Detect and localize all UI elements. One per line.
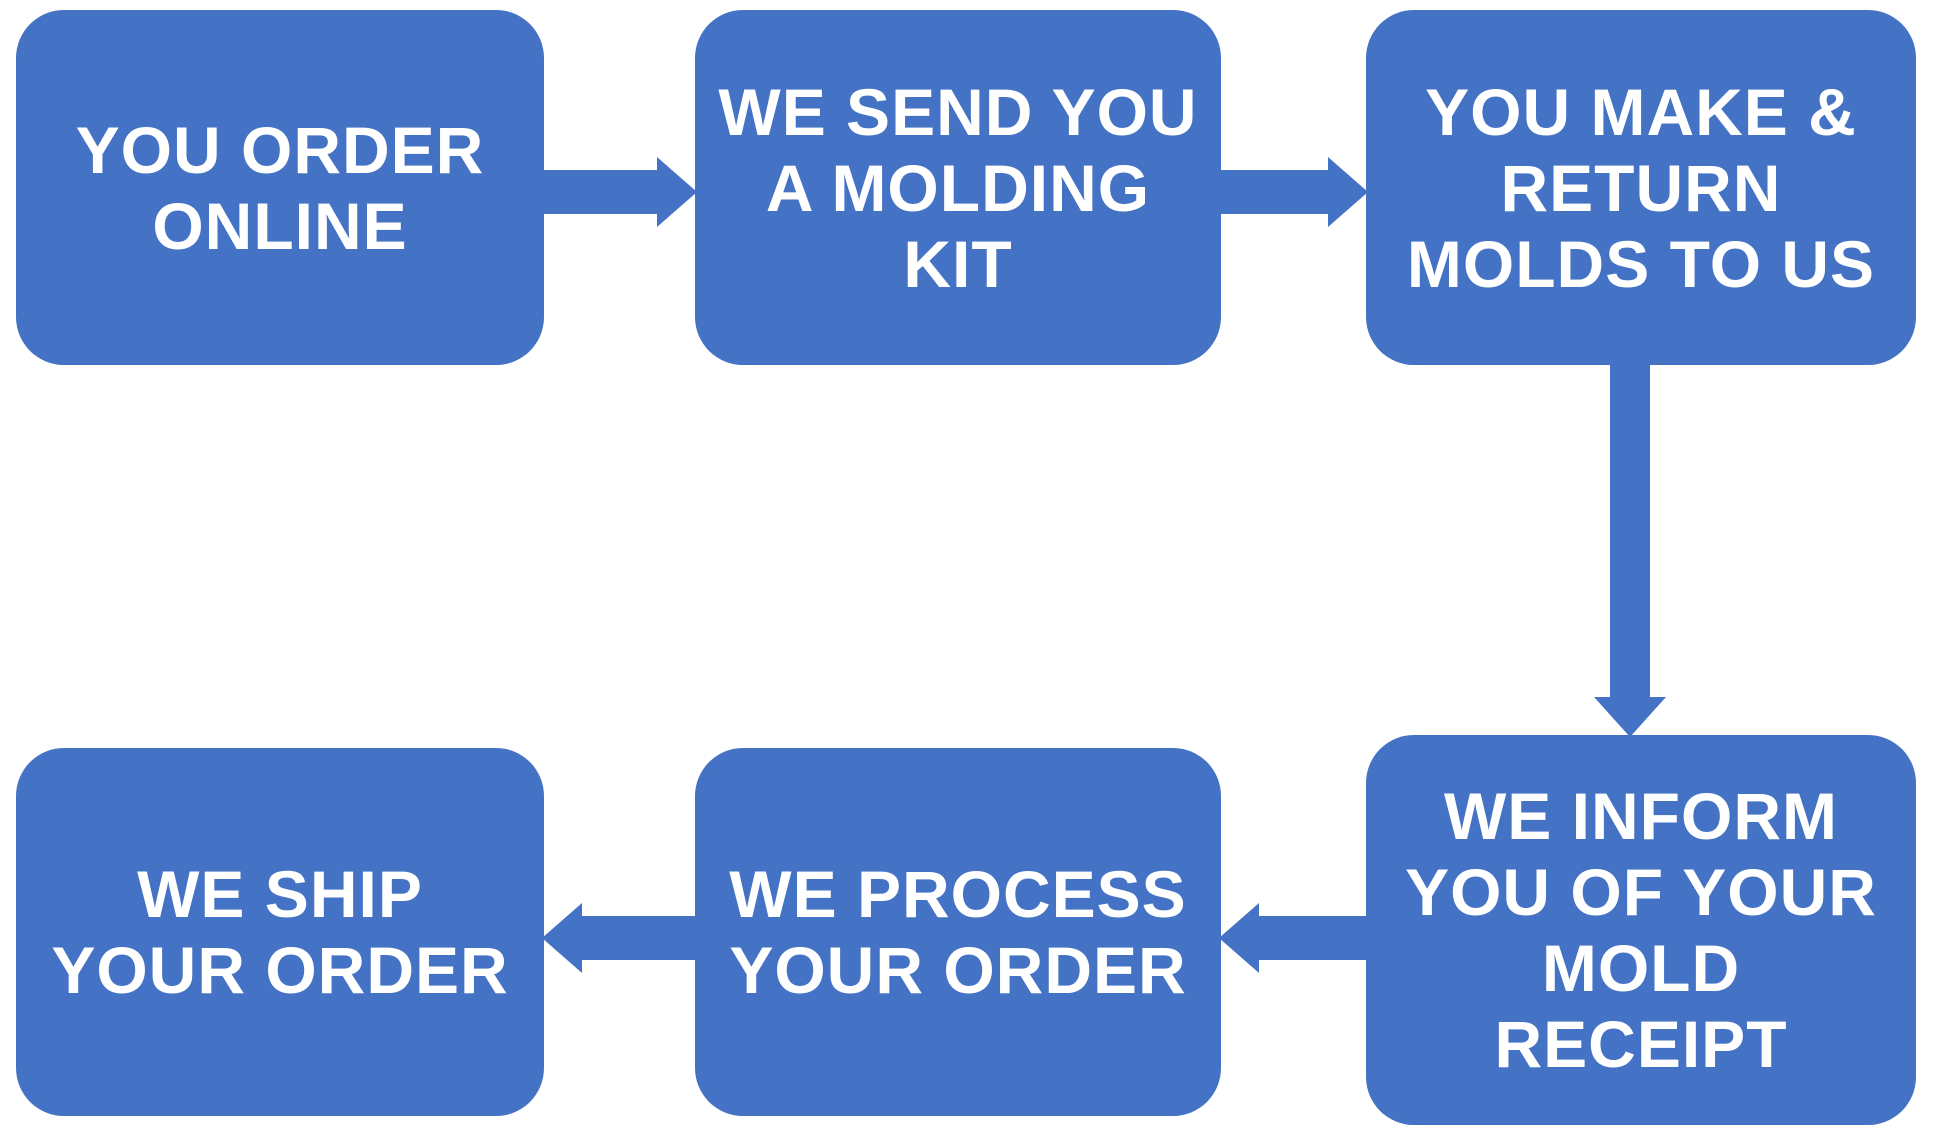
flow-step-we-send-molding-kit: WE SEND YOU A MOLDING KIT (695, 10, 1221, 365)
connector-kit-to-molds (1221, 157, 1368, 227)
connector-molds-to-receipt (1594, 363, 1666, 737)
arrow-shaft (1221, 170, 1330, 214)
arrow-shaft (1257, 916, 1368, 960)
arrow-shaft (544, 170, 659, 214)
arrow-shaft (1610, 363, 1650, 699)
flow-step-inform-mold-receipt: WE INFORM YOU OF YOUR MOLD RECEIPT (1366, 735, 1916, 1125)
flow-step-ship-order: WE SHIP YOUR ORDER (16, 748, 544, 1116)
flow-step-label: WE SHIP YOUR ORDER (51, 857, 509, 1007)
arrow-left-icon (542, 903, 582, 973)
flow-step-make-return-molds: YOU MAKE & RETURN MOLDS TO US (1366, 10, 1916, 365)
flow-step-label: WE SEND YOU A MOLDING KIT (718, 74, 1198, 301)
flow-step-label: YOU MAKE & RETURN MOLDS TO US (1406, 74, 1876, 301)
connector-receipt-to-process (1219, 903, 1368, 973)
connector-order-to-kit (544, 157, 697, 227)
flow-step-process-order: WE PROCESS YOUR ORDER (695, 748, 1221, 1116)
arrow-right-icon (657, 157, 697, 227)
flow-step-you-order-online: YOU ORDER ONLINE (16, 10, 544, 365)
connector-process-to-ship (542, 903, 697, 973)
flow-step-label: WE PROCESS YOUR ORDER (729, 857, 1187, 1007)
arrow-down-icon (1594, 697, 1666, 737)
flow-step-label: WE INFORM YOU OF YOUR MOLD RECEIPT (1405, 779, 1877, 1081)
flow-step-label: YOU ORDER ONLINE (75, 112, 485, 263)
arrow-right-icon (1328, 157, 1368, 227)
arrow-shaft (580, 916, 697, 960)
arrow-left-icon (1219, 903, 1259, 973)
